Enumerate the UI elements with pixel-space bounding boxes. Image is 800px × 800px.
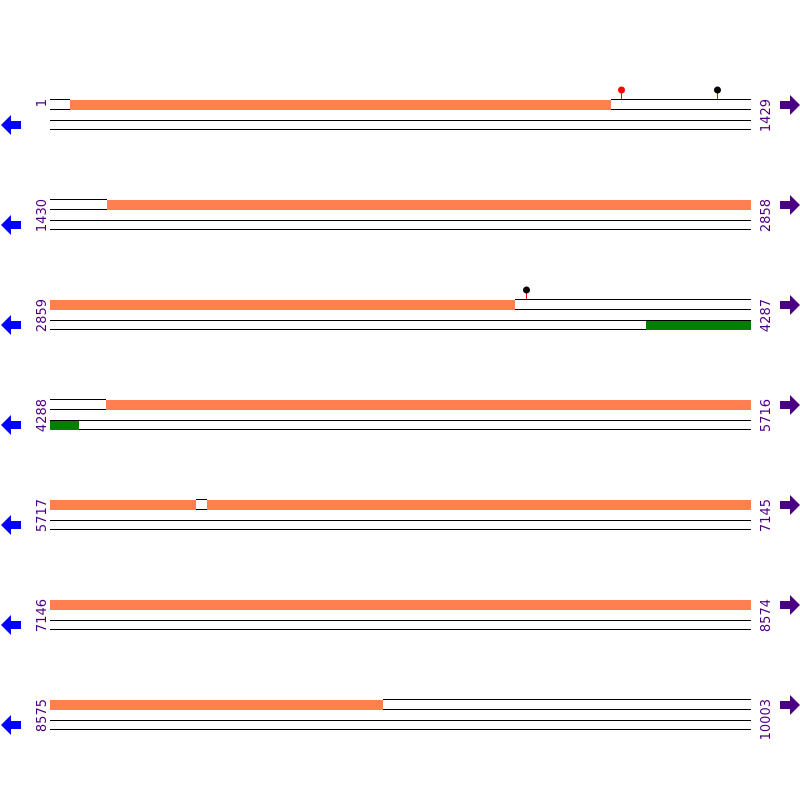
sequence-row: 7146 8574 <box>1 595 800 635</box>
start-position-label: 5717 <box>35 499 50 532</box>
sequence-row: 2859 4287 <box>1 286 800 335</box>
start-position-label: 4288 <box>35 399 50 432</box>
sequence-row: 1 1429 <box>1 86 800 135</box>
scroll-right-arrow-icon[interactable] <box>780 695 800 715</box>
scroll-right-arrow-icon[interactable] <box>780 595 800 615</box>
start-position-label: 7146 <box>35 599 50 632</box>
sequence-row: 8575 10003 <box>1 695 800 740</box>
scroll-right-arrow-icon[interactable] <box>780 95 800 115</box>
domain-bar[interactable] <box>70 100 611 110</box>
end-position-label: 8574 <box>759 599 774 632</box>
scroll-right-arrow-icon[interactable] <box>780 395 800 415</box>
domain-bar[interactable] <box>207 500 751 510</box>
end-position-label: 10003 <box>759 699 774 740</box>
site-marker[interactable] <box>618 86 625 100</box>
sequence-row: 1430 2858 <box>1 195 800 235</box>
site-marker[interactable] <box>523 286 530 300</box>
scroll-left-arrow-icon[interactable] <box>1 715 21 735</box>
end-position-label: 7145 <box>759 499 774 532</box>
end-position-label: 2858 <box>759 199 774 232</box>
end-position-label: 1429 <box>759 99 774 132</box>
domain-bar[interactable] <box>50 500 196 510</box>
scroll-left-arrow-icon[interactable] <box>1 215 21 235</box>
domain-bar[interactable] <box>50 300 515 310</box>
feature-bar[interactable] <box>646 321 751 330</box>
domain-bar[interactable] <box>50 600 751 610</box>
domain-bar[interactable] <box>107 200 751 210</box>
sequence-row: 5717 7145 <box>1 495 800 535</box>
scroll-left-arrow-icon[interactable] <box>1 515 21 535</box>
end-position-label: 4287 <box>759 299 774 332</box>
domain-bar[interactable] <box>106 400 751 410</box>
scroll-left-arrow-icon[interactable] <box>1 315 21 335</box>
end-position-label: 5716 <box>759 399 774 432</box>
scroll-right-arrow-icon[interactable] <box>780 495 800 515</box>
start-position-label: 1 <box>35 99 50 107</box>
start-position-label: 1430 <box>35 199 50 232</box>
start-position-label: 2859 <box>35 299 50 332</box>
sequence-row: 4288 5716 <box>1 395 800 435</box>
feature-bar[interactable] <box>50 421 79 430</box>
scroll-right-arrow-icon[interactable] <box>780 195 800 215</box>
domain-bar[interactable] <box>50 700 383 710</box>
scroll-left-arrow-icon[interactable] <box>1 115 21 135</box>
scroll-right-arrow-icon[interactable] <box>780 295 800 315</box>
scroll-left-arrow-icon[interactable] <box>1 415 21 435</box>
scroll-left-arrow-icon[interactable] <box>1 615 21 635</box>
start-position-label: 8575 <box>35 699 50 732</box>
site-marker[interactable] <box>714 86 721 100</box>
